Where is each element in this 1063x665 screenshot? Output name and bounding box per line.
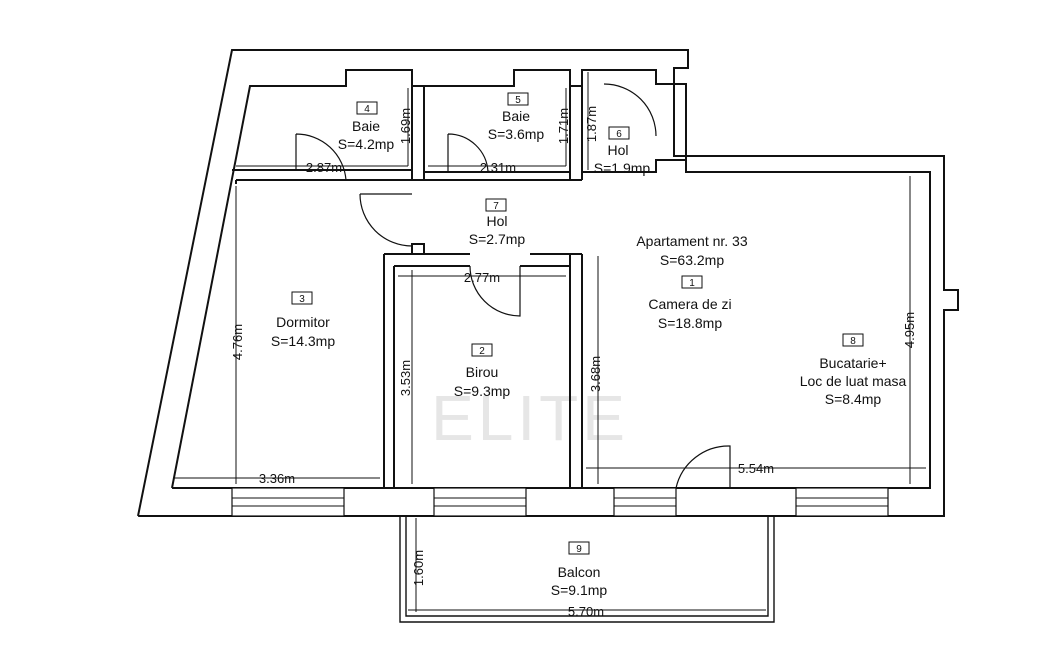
dim-dormitor-height: 4.76m bbox=[230, 324, 245, 360]
wall-hol6-bottom bbox=[582, 159, 686, 173]
room-8-name: Bucatarie+ bbox=[819, 355, 886, 371]
room-5-number-box bbox=[507, 92, 529, 106]
apartment-title: Apartament nr. 33 bbox=[636, 233, 748, 249]
room-2-area: S=9.3mp bbox=[454, 383, 511, 399]
room-6-number: 6 bbox=[616, 129, 622, 140]
room-4-number: 4 bbox=[364, 104, 370, 115]
room-6-number-box bbox=[608, 126, 630, 140]
window-living bbox=[613, 487, 677, 517]
watermark-text: ELITE bbox=[431, 382, 629, 454]
room-3-area: S=14.3mp bbox=[271, 333, 335, 349]
dim-living-height: 3.68m bbox=[588, 356, 603, 392]
room-5-area: S=3.6mp bbox=[488, 126, 545, 142]
dimension-lines bbox=[174, 72, 926, 612]
room-7-number-box bbox=[485, 198, 507, 212]
door-balcon bbox=[675, 445, 731, 489]
dim-balcon-height: 1.60m bbox=[411, 550, 426, 586]
room-8-name-line2: Loc de luat masa bbox=[800, 373, 907, 389]
room-7-area: S=2.7mp bbox=[469, 231, 526, 247]
dim-birou-width: 2.77m bbox=[464, 270, 500, 285]
room-4-number-box bbox=[356, 101, 378, 115]
room-6-name: Hol bbox=[607, 142, 628, 158]
room-1-number-box bbox=[681, 275, 703, 289]
room-8-number-box bbox=[842, 333, 864, 347]
wall-birou-top-right2 bbox=[520, 253, 571, 267]
room-8-area: S=8.4mp bbox=[825, 391, 882, 407]
room-6-area: S=1.9mp bbox=[594, 160, 651, 176]
dim-hol6-height: 1.87m bbox=[584, 106, 599, 142]
room-7-number: 7 bbox=[493, 201, 499, 212]
room-4-name: Baie bbox=[352, 118, 380, 134]
room-3-number: 3 bbox=[299, 294, 305, 305]
door-baie4 bbox=[295, 133, 347, 181]
room-3-number-box bbox=[291, 291, 313, 305]
room-2-number: 2 bbox=[479, 346, 485, 357]
dim-kitchen-width: 5.54m bbox=[738, 461, 774, 476]
outer-wall-outline bbox=[137, 49, 959, 517]
room-3-name: Dormitor bbox=[276, 314, 330, 330]
dimension-labels: 2.87m 1.69m 2.31m 1.71m 1.87m 2.77m 3.53… bbox=[230, 106, 917, 619]
room-9-number: 9 bbox=[576, 544, 582, 555]
window-birou bbox=[433, 487, 527, 517]
dim-kitchen-height: 4.95m bbox=[902, 312, 917, 348]
doors bbox=[295, 83, 731, 489]
room-4-area: S=4.2mp bbox=[338, 136, 395, 152]
room-2-number-box bbox=[471, 343, 493, 357]
room-1-area: S=18.8mp bbox=[658, 315, 722, 331]
dim-baie5-height: 1.71m bbox=[556, 108, 571, 144]
room-9-name: Balcon bbox=[558, 564, 601, 580]
balcony bbox=[399, 516, 775, 623]
room-5-name: Baie bbox=[502, 108, 530, 124]
room-2-name: Birou bbox=[466, 364, 499, 380]
room-8-number: 8 bbox=[850, 336, 856, 347]
room-9-area: S=9.1mp bbox=[551, 582, 608, 598]
room-1-number: 1 bbox=[689, 278, 695, 289]
dim-baie4-height: 1.69m bbox=[398, 108, 413, 144]
apartment-total-area: S=63.2mp bbox=[660, 252, 724, 268]
room-9-number-box bbox=[568, 541, 590, 555]
dim-balcon-width: 5.70m bbox=[568, 604, 604, 619]
room-5-number: 5 bbox=[515, 95, 521, 106]
window-kitchen bbox=[795, 487, 889, 517]
balcony-inner bbox=[405, 516, 769, 617]
dim-birou-height: 3.53m bbox=[398, 360, 413, 396]
dim-baie5-width: 2.31m bbox=[480, 160, 516, 175]
room-numbers: 1 2 3 4 5 6 7 8 9 bbox=[299, 95, 856, 555]
dim-dormitor-width: 3.36m bbox=[259, 471, 295, 486]
window-dormitor bbox=[231, 487, 345, 517]
windows bbox=[231, 487, 889, 517]
room-7-name: Hol bbox=[486, 213, 507, 229]
dim-baie4-width: 2.87m bbox=[306, 160, 342, 175]
balcony-outer bbox=[399, 516, 775, 623]
wall-birou-top bbox=[384, 243, 425, 255]
room-number-boxes bbox=[291, 92, 864, 555]
room-1-name: Camera de zi bbox=[648, 296, 731, 312]
door-hol6 bbox=[603, 83, 657, 137]
door-hol7 bbox=[359, 193, 413, 247]
room-labels: Apartament nr. 33 S=63.2mp Camera de zi … bbox=[271, 108, 907, 598]
